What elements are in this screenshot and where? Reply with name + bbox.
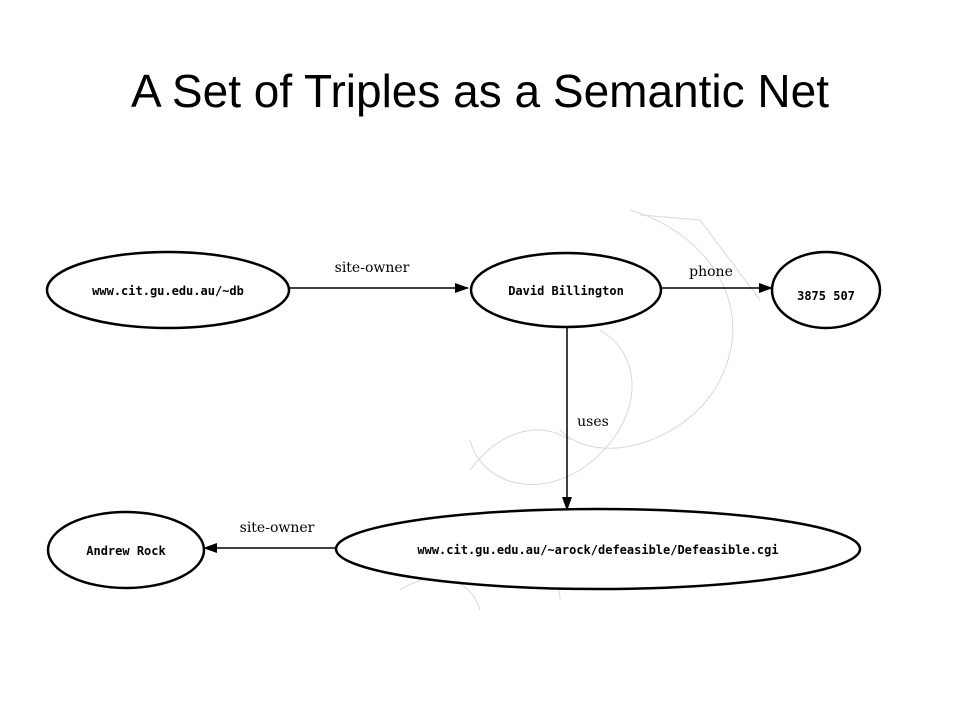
node-andrew-rock: Andrew Rock xyxy=(46,510,206,590)
edge-label-uses: uses xyxy=(577,414,609,430)
node-site-db: www.cit.gu.edu.au/~db xyxy=(45,250,291,330)
node-andrew-rock-label: Andrew Rock xyxy=(86,544,166,558)
node-defeasible-cgi: www.cit.gu.edu.au/~arock/defeasible/Defe… xyxy=(334,507,862,591)
node-defeasible-cgi-label: www.cit.gu.edu.au/~arock/defeasible/Defe… xyxy=(417,543,778,557)
node-phone-number: 3875 507 xyxy=(770,250,882,330)
node-david-billington: David Billington xyxy=(469,251,663,329)
node-site-db-label: www.cit.gu.edu.au/~db xyxy=(92,284,244,298)
node-david-billington-label: David Billington xyxy=(508,284,624,298)
edge-label-site-owner-top: site-owner xyxy=(335,260,410,276)
edge-label-phone: phone xyxy=(689,264,733,280)
node-phone-number-label: 3875 507 xyxy=(797,289,855,303)
edge-label-site-owner-bottom: site-owner xyxy=(240,520,315,536)
slide-title: A Set of Triples as a Semantic Net xyxy=(131,65,829,117)
